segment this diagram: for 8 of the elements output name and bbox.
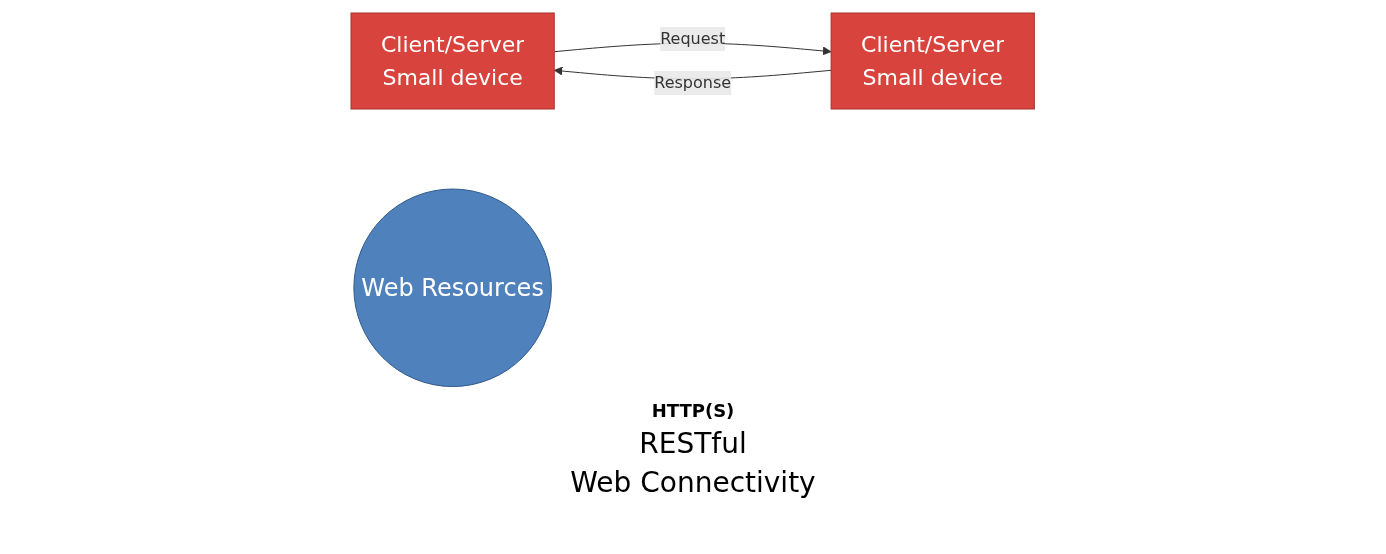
protocol-label: HTTP(S) <box>651 400 735 421</box>
caption-text: Web Connectivity <box>570 466 816 499</box>
node-circle: Web Resources <box>353 188 553 388</box>
caption-text: RESTful <box>639 427 747 460</box>
node-box: Client/Server Small device <box>830 12 1036 110</box>
node-box: Client/Server Small device <box>350 12 556 110</box>
edge-label: Request <box>660 29 726 49</box>
edge-label: Response <box>654 73 732 93</box>
